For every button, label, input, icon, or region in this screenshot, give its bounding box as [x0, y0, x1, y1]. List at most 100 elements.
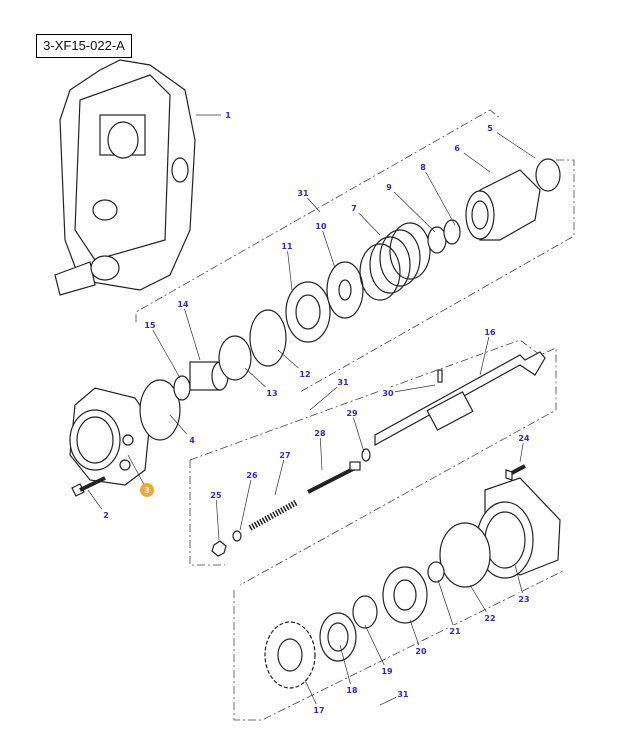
bearing-11[interactable]: [285, 281, 331, 343]
leader-line: [388, 186, 436, 233]
ring-5[interactable]: [535, 158, 561, 192]
callout-bg: [298, 368, 312, 379]
callout-20[interactable]: 20: [415, 647, 427, 656]
callout-bg: [313, 427, 327, 438]
callout-18[interactable]: 18: [346, 686, 358, 695]
leader-line: [239, 474, 253, 531]
oring-12[interactable]: [249, 309, 287, 367]
bolt[interactable]: [71, 476, 106, 497]
callout-23[interactable]: 23: [518, 595, 529, 604]
callout-bg: [209, 489, 223, 500]
callout-bg: [336, 376, 350, 387]
callout-bg: [517, 432, 531, 443]
spring-27[interactable]: [248, 499, 299, 531]
callout-bg: [296, 187, 310, 198]
callout-10[interactable]: 10: [315, 222, 327, 231]
leader-line: [319, 432, 323, 471]
callout-8[interactable]: 8: [420, 163, 426, 172]
gearbox-housing[interactable]: [54, 59, 196, 296]
callout-bg: [280, 240, 294, 251]
ring-8[interactable]: [443, 219, 461, 245]
callout-31[interactable]: 31: [297, 189, 309, 198]
washer-10[interactable]: [326, 261, 364, 319]
pin-30[interactable]: [437, 369, 443, 383]
ring-26[interactable]: [232, 530, 242, 542]
gear-17[interactable]: [264, 621, 316, 689]
callout-16[interactable]: 16: [484, 328, 496, 337]
leader-line: [339, 644, 353, 691]
callout-bg: [483, 122, 497, 133]
ring-15[interactable]: [173, 375, 191, 401]
callout-2[interactable]: 2: [103, 511, 109, 520]
rod-28[interactable]: [307, 461, 361, 494]
callout-17[interactable]: 17: [313, 706, 324, 715]
callout-bg: [380, 665, 394, 676]
ring-21[interactable]: [427, 561, 445, 583]
spring-7[interactable]: [359, 222, 431, 301]
bearing-20[interactable]: [382, 566, 428, 624]
callout-bg: [185, 434, 199, 445]
callout-9[interactable]: 9: [386, 183, 392, 192]
group-bracket-middle-top: [189, 339, 557, 586]
callout-bg: [143, 319, 157, 330]
washer-18[interactable]: [319, 612, 357, 662]
callout-1[interactable]: 1: [225, 111, 231, 120]
callout-31[interactable]: 31: [337, 378, 349, 387]
bearing-cover[interactable]: [69, 387, 151, 486]
callout-21[interactable]: 21: [449, 627, 461, 636]
callout-bg: [483, 326, 497, 337]
circlip-19[interactable]: [352, 595, 378, 629]
bolt-24[interactable]: [505, 464, 526, 481]
callout-5[interactable]: 5: [487, 124, 493, 133]
callout-bg: [347, 202, 361, 213]
callout-7[interactable]: 7: [351, 204, 357, 213]
clutch-drum-6[interactable]: [465, 169, 541, 241]
callout-30[interactable]: 30: [382, 389, 394, 398]
callout-14[interactable]: 14: [177, 300, 189, 309]
callout-26[interactable]: 26: [246, 471, 258, 480]
callout-bg: [312, 704, 326, 715]
callout-22[interactable]: 22: [484, 614, 495, 623]
callout-19[interactable]: 19: [381, 667, 393, 676]
leader-line: [215, 494, 220, 541]
callout-15[interactable]: 15: [144, 321, 156, 330]
ring-9[interactable]: [427, 226, 447, 254]
callout-4[interactable]: 4: [189, 436, 195, 445]
leader-line: [479, 331, 491, 376]
callout-11[interactable]: 11: [281, 242, 293, 251]
callout-24[interactable]: 24: [518, 434, 530, 443]
callout-bg: [382, 181, 396, 192]
leader-line: [286, 245, 293, 291]
housing-23[interactable]: [476, 477, 561, 579]
callout-bg: [176, 298, 190, 309]
callout-bg: [245, 469, 259, 480]
ring-29[interactable]: [361, 448, 371, 462]
callout-bg: [221, 109, 235, 120]
leader-line: [422, 166, 456, 226]
leader-line: [387, 384, 436, 394]
leader-line: [149, 324, 181, 379]
group-bracket-upper: [135, 109, 501, 322]
callout-3-highlighted[interactable]: 3: [144, 486, 150, 495]
callout-27[interactable]: 27: [279, 451, 290, 460]
callout-29[interactable]: 29: [346, 409, 358, 418]
callout-28[interactable]: 28: [314, 429, 326, 438]
callout-31[interactable]: 31: [397, 690, 409, 699]
callout-6[interactable]: 6: [454, 144, 460, 153]
nut-25[interactable]: [211, 540, 227, 557]
leader-line: [182, 303, 201, 361]
callout-bg: [450, 142, 464, 153]
ring-13[interactable]: [218, 335, 252, 381]
callout-bg: [265, 387, 279, 398]
callout-25[interactable]: 25: [210, 491, 222, 500]
leader-line: [489, 127, 536, 159]
callout-12[interactable]: 12: [299, 370, 310, 379]
oring-22[interactable]: [439, 522, 491, 588]
callout-bg: [99, 509, 113, 520]
callout-13[interactable]: 13: [266, 389, 277, 398]
callout-bg: [278, 449, 292, 460]
highlight-marker[interactable]: [140, 483, 154, 497]
shaft-16[interactable]: [374, 351, 546, 447]
oring-4[interactable]: [139, 379, 181, 441]
